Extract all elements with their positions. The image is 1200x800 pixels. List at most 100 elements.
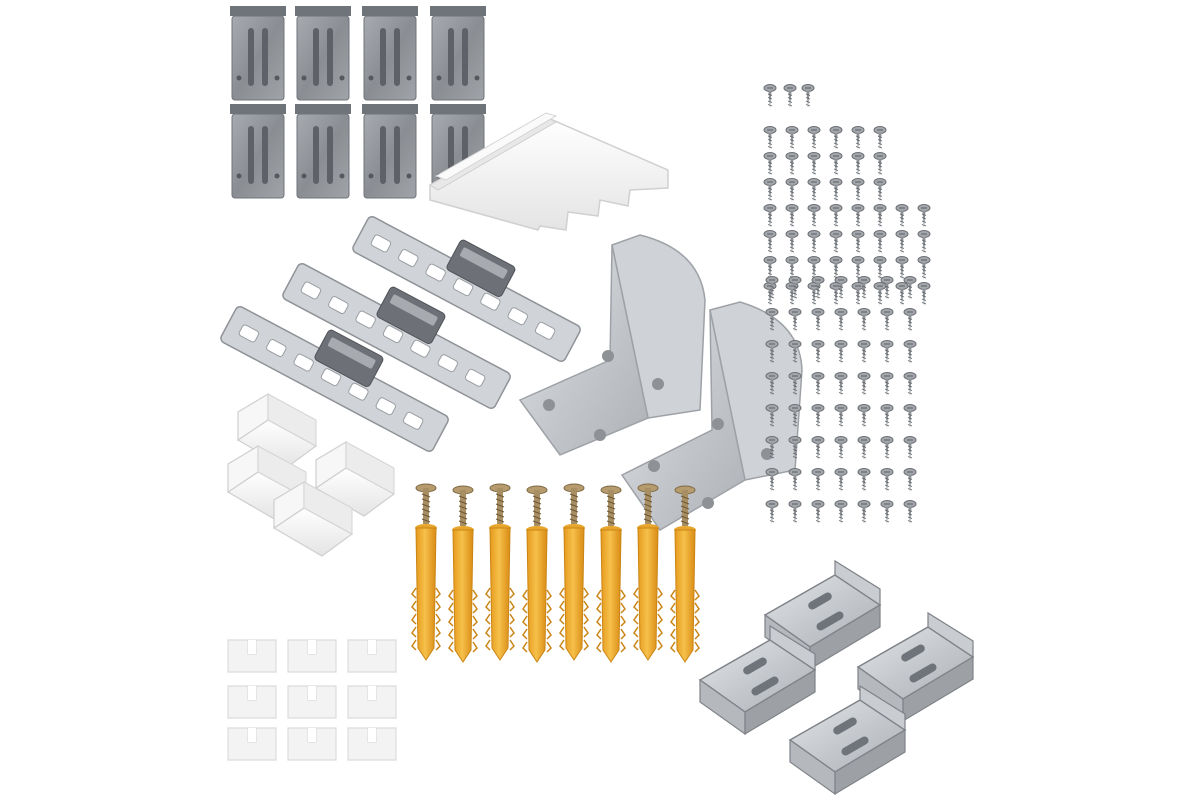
screw	[801, 84, 815, 108]
slotted-strip-brackets-group	[220, 216, 581, 452]
screw	[788, 404, 802, 428]
screw	[895, 230, 909, 254]
screw	[785, 204, 799, 228]
white-corner-pads-group	[226, 392, 396, 557]
screw	[829, 282, 843, 306]
white-spacer-pad	[227, 685, 277, 719]
screw	[765, 276, 779, 300]
screw	[857, 468, 871, 492]
screw	[829, 230, 843, 254]
screw	[785, 230, 799, 254]
screw	[873, 204, 887, 228]
mounting-plate	[230, 6, 286, 101]
screw	[763, 204, 777, 228]
screw	[763, 152, 777, 176]
screw	[785, 126, 799, 150]
screw	[857, 276, 871, 300]
screw	[788, 468, 802, 492]
screw	[903, 500, 917, 524]
screw	[834, 372, 848, 396]
screw	[811, 308, 825, 332]
screw	[880, 372, 894, 396]
mounting-plate	[295, 104, 351, 199]
dowel-with-screw	[411, 483, 441, 661]
screw	[851, 126, 865, 150]
screw	[788, 276, 802, 300]
slotted-strip-bracket	[220, 306, 449, 452]
screw	[903, 340, 917, 364]
u-clip-bracket	[698, 624, 817, 736]
l-angle-bracket-2	[620, 301, 803, 531]
screw	[763, 84, 777, 108]
screw	[811, 372, 825, 396]
screw	[851, 256, 865, 280]
white-spacer-pad	[287, 727, 337, 761]
white-spacer-pads-group	[227, 639, 397, 761]
screw	[765, 308, 779, 332]
screw	[903, 468, 917, 492]
white-spacer-pad	[227, 639, 277, 673]
dowel-with-screw	[559, 483, 589, 661]
white-spacer-pad	[347, 727, 397, 761]
screw	[834, 308, 848, 332]
screw	[765, 372, 779, 396]
white-plastic-guide	[429, 112, 669, 231]
dowels-group	[411, 483, 700, 663]
screw	[811, 276, 825, 300]
screw	[811, 404, 825, 428]
white-corner-pad	[236, 392, 318, 469]
screw	[788, 372, 802, 396]
screw	[873, 152, 887, 176]
screw	[880, 308, 894, 332]
u-clip-bracket	[763, 559, 882, 671]
u-clip-brackets-group	[698, 559, 975, 796]
screw	[834, 276, 848, 300]
screw	[807, 126, 821, 150]
screw	[895, 204, 909, 228]
screw	[811, 436, 825, 460]
screw	[903, 276, 917, 300]
screw	[903, 308, 917, 332]
screw	[880, 500, 894, 524]
screw	[857, 308, 871, 332]
screw	[811, 500, 825, 524]
screw	[788, 308, 802, 332]
l-angle-bracket-1	[518, 234, 706, 456]
white-spacer-pad	[287, 639, 337, 673]
screw	[829, 126, 843, 150]
screw	[851, 204, 865, 228]
dowel-with-screw	[670, 485, 700, 663]
screw	[903, 404, 917, 428]
screw	[851, 230, 865, 254]
mounting-plate	[362, 104, 418, 199]
screw	[783, 84, 797, 108]
screw	[788, 436, 802, 460]
screw	[873, 178, 887, 202]
screw	[851, 178, 865, 202]
screw	[851, 152, 865, 176]
screw	[834, 500, 848, 524]
screw	[917, 256, 931, 280]
screw	[807, 256, 821, 280]
u-clip-bracket	[788, 684, 907, 796]
screw	[765, 340, 779, 364]
screw	[765, 404, 779, 428]
screw	[857, 500, 871, 524]
screw	[807, 230, 821, 254]
screw	[765, 500, 779, 524]
screw	[873, 126, 887, 150]
screw	[834, 436, 848, 460]
screw	[829, 256, 843, 280]
screw	[880, 340, 894, 364]
dowel-with-screw	[448, 485, 478, 663]
screw	[873, 230, 887, 254]
screws-group	[763, 84, 931, 524]
screw	[873, 282, 887, 306]
screw	[857, 372, 871, 396]
screw	[880, 404, 894, 428]
screw	[785, 152, 799, 176]
screw	[807, 178, 821, 202]
mounting-plate	[295, 6, 351, 101]
